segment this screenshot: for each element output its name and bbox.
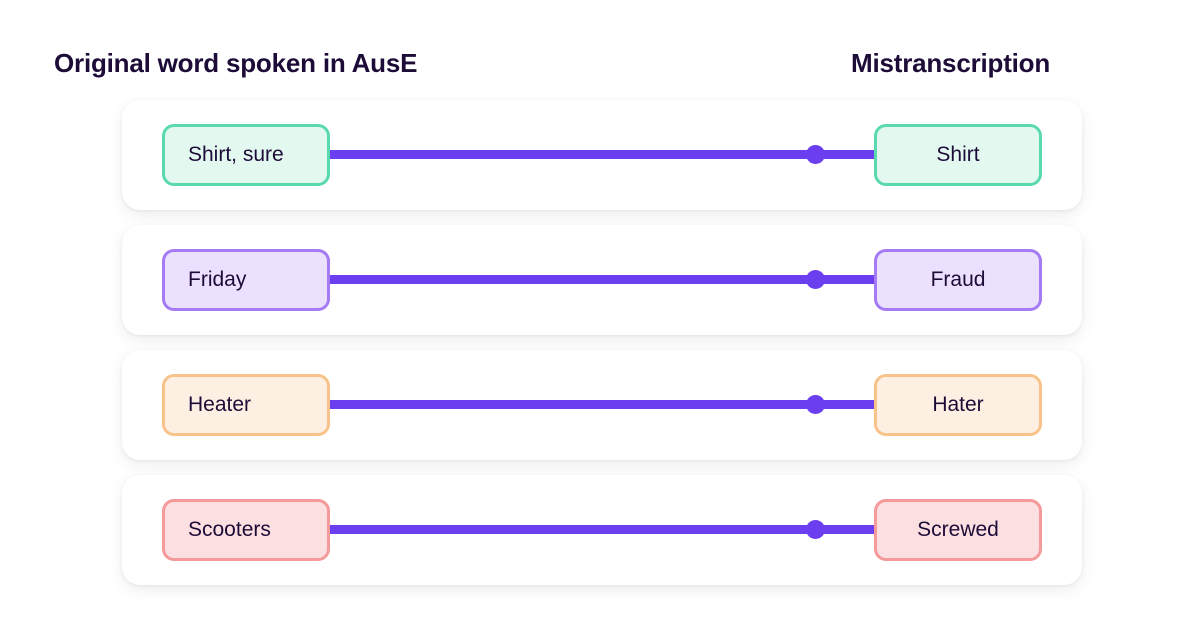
- column-header-mistranscription: Mistranscription: [851, 48, 1051, 78]
- mapping-row: Shirt, sure Shirt: [122, 100, 1082, 210]
- original-word-chip[interactable]: Heater: [162, 374, 330, 436]
- connector-dot-icon: [806, 520, 825, 539]
- mistranscription-chip[interactable]: Fraud: [874, 249, 1042, 311]
- connector-line: [330, 525, 874, 534]
- mistranscription-chip[interactable]: Hater: [874, 374, 1042, 436]
- mapping-row: Friday Fraud: [122, 225, 1082, 335]
- connector-dot-icon: [806, 395, 825, 414]
- mapping-row: Scooters Screwed: [122, 475, 1082, 585]
- column-header-original: Original word spoken in AusE: [54, 48, 418, 78]
- connector-line: [330, 150, 874, 159]
- original-word-chip[interactable]: Friday: [162, 249, 330, 311]
- connector-dot-icon: [806, 145, 825, 164]
- connector-line: [330, 275, 874, 284]
- column-headers: Original word spoken in AusE Mistranscri…: [0, 48, 1200, 84]
- mistranscription-chip[interactable]: Shirt: [874, 124, 1042, 186]
- mistranscription-chip[interactable]: Screwed: [874, 499, 1042, 561]
- original-word-chip[interactable]: Shirt, sure: [162, 124, 330, 186]
- mapping-row: Heater Hater: [122, 350, 1082, 460]
- connector-dot-icon: [806, 270, 825, 289]
- connector-line: [330, 400, 874, 409]
- original-word-chip[interactable]: Scooters: [162, 499, 330, 561]
